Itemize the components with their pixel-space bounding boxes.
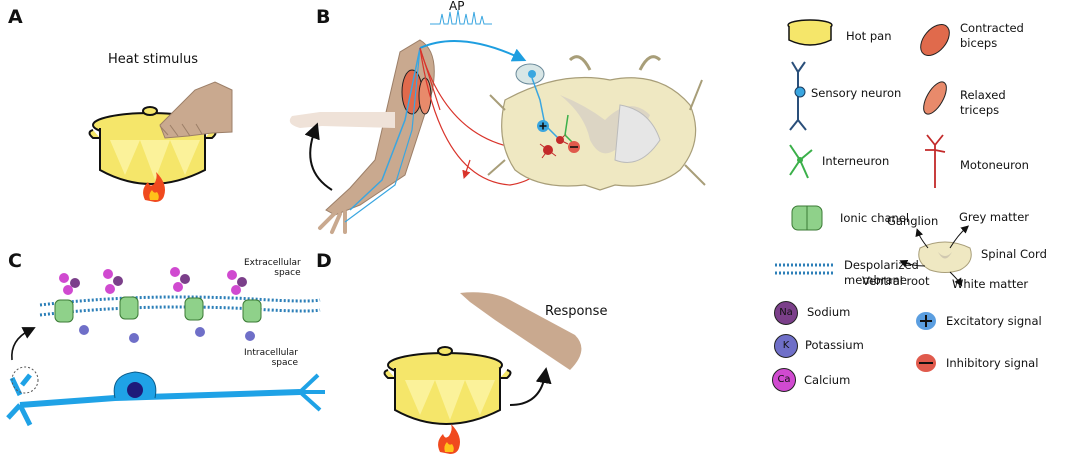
legend-membrane-icon	[775, 263, 835, 275]
neuron-c	[6, 371, 325, 427]
arm-d	[460, 292, 582, 370]
legend-white-matter-label: White matter	[952, 277, 1029, 291]
hand-a	[159, 81, 233, 139]
legend-motoneuron-label: Motoneuron	[960, 158, 1029, 172]
flame-icon-d	[438, 424, 460, 454]
response-label: Response	[545, 304, 608, 319]
zoom-circle-c	[11, 366, 39, 394]
hot-pan-a	[88, 106, 217, 185]
legend-biceps-icon	[920, 24, 950, 56]
legend-ionic-channel-icon	[791, 205, 823, 231]
legend-hot-pan-icon	[787, 19, 833, 46]
legend-triceps-icon	[923, 81, 947, 115]
ion-channels-c	[54, 296, 262, 323]
legend-membrane-label: Despolarized membrane	[844, 258, 919, 287]
legend-excitatory-icon	[916, 312, 936, 330]
panel-label-a: A	[8, 6, 23, 28]
legend-inhibitory-label: Inhibitory signal	[946, 356, 1039, 370]
legend-ganglion-label: Ganglion	[887, 214, 939, 228]
panel-label-c: C	[8, 250, 22, 272]
legend-excitatory-label: Excitatory signal	[946, 314, 1042, 328]
zoom-arrow-c	[11, 327, 36, 361]
legend-sodium-label: Sodium	[807, 305, 851, 319]
legend-motoneuron-icon	[925, 134, 946, 188]
legend-hot-pan-label: Hot pan	[846, 29, 892, 43]
spinal-cord-b	[487, 55, 706, 191]
legend-calcium-icon: Ca	[772, 368, 796, 392]
legend-spinal-cord-icon	[918, 241, 972, 273]
legend-grey-matter-label: Grey matter	[959, 210, 1029, 224]
membrane-c	[39, 295, 321, 317]
legend-spinal-cord-label: Spinal Cord	[981, 247, 1047, 261]
ap-label: AP	[449, 0, 465, 13]
legend-interneuron-icon	[789, 144, 813, 179]
legend-potassium-icon: K	[774, 334, 798, 358]
hot-pan-d	[383, 346, 512, 425]
legend-potassium-label: Potassium	[805, 338, 864, 352]
legend-interneuron-label: Interneuron	[822, 154, 890, 168]
legend-inhibitory-icon	[916, 354, 936, 372]
motoneuron-cluster-b	[539, 133, 569, 159]
action-potential-b	[430, 9, 492, 25]
legend-ventral-root-label: Ventral root	[862, 274, 930, 288]
legend-triceps-label: Relaxed triceps	[960, 88, 1006, 117]
legend-biceps-label: Contracted biceps	[960, 21, 1024, 50]
panel-label-b: B	[316, 6, 331, 28]
sensory-path-in-cord	[531, 77, 561, 141]
legend-sensory-neuron-label: Sensory neuron	[811, 86, 902, 100]
minus-signal-b	[568, 141, 580, 153]
heat-stimulus-label: Heat stimulus	[108, 52, 198, 67]
relaxed-arm-b	[289, 112, 395, 128]
flame-icon-a	[143, 172, 165, 202]
extracellular-label: Extracellular space	[244, 258, 301, 278]
legend-ionic-channel-label: Ionic chanel	[840, 211, 910, 225]
plus-signal-b	[537, 120, 549, 132]
ion-clusters-c	[59, 267, 255, 343]
ganglion-b	[515, 63, 545, 85]
legend-spinal-arrows	[899, 225, 970, 287]
intracellular-label: Intracellular space	[244, 348, 299, 368]
arm-b	[318, 39, 435, 234]
interneuron-b	[564, 114, 573, 143]
legend-sensory-neuron-icon	[789, 61, 807, 131]
movement-arrow-d	[509, 367, 552, 406]
legend-sodium-icon: Na	[774, 301, 798, 325]
movement-arrow-b	[304, 122, 333, 191]
legend-calcium-label: Calcium	[804, 373, 851, 387]
panel-label-d: D	[316, 250, 332, 272]
